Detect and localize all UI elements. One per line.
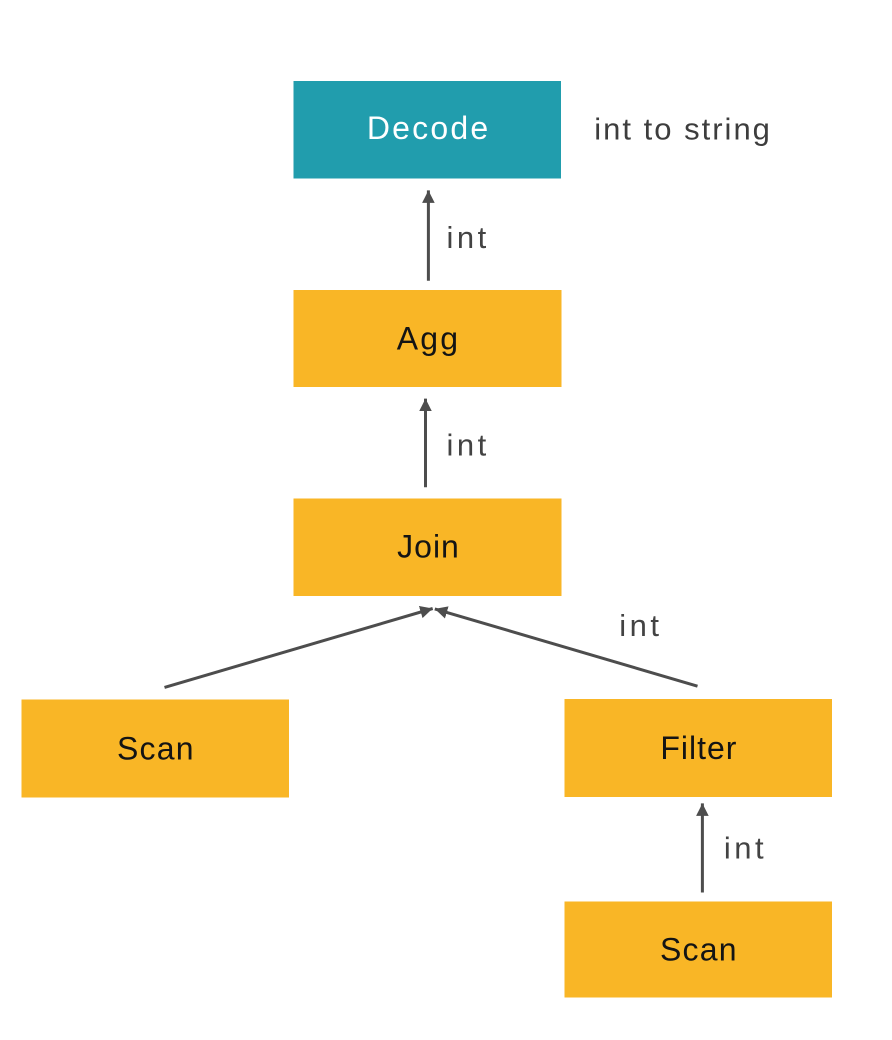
svg-text:int to string: int to string [594,112,772,147]
svg-text:Scan: Scan [117,731,195,767]
svg-text:int: int [724,831,767,866]
svg-text:Scan: Scan [660,932,738,968]
svg-text:int: int [619,608,662,643]
svg-text:int: int [447,428,490,463]
svg-text:Agg: Agg [397,320,461,356]
svg-text:Filter: Filter [660,730,737,766]
svg-text:Join: Join [397,529,460,565]
svg-text:Decode: Decode [367,110,491,146]
svg-text:int: int [447,220,490,255]
